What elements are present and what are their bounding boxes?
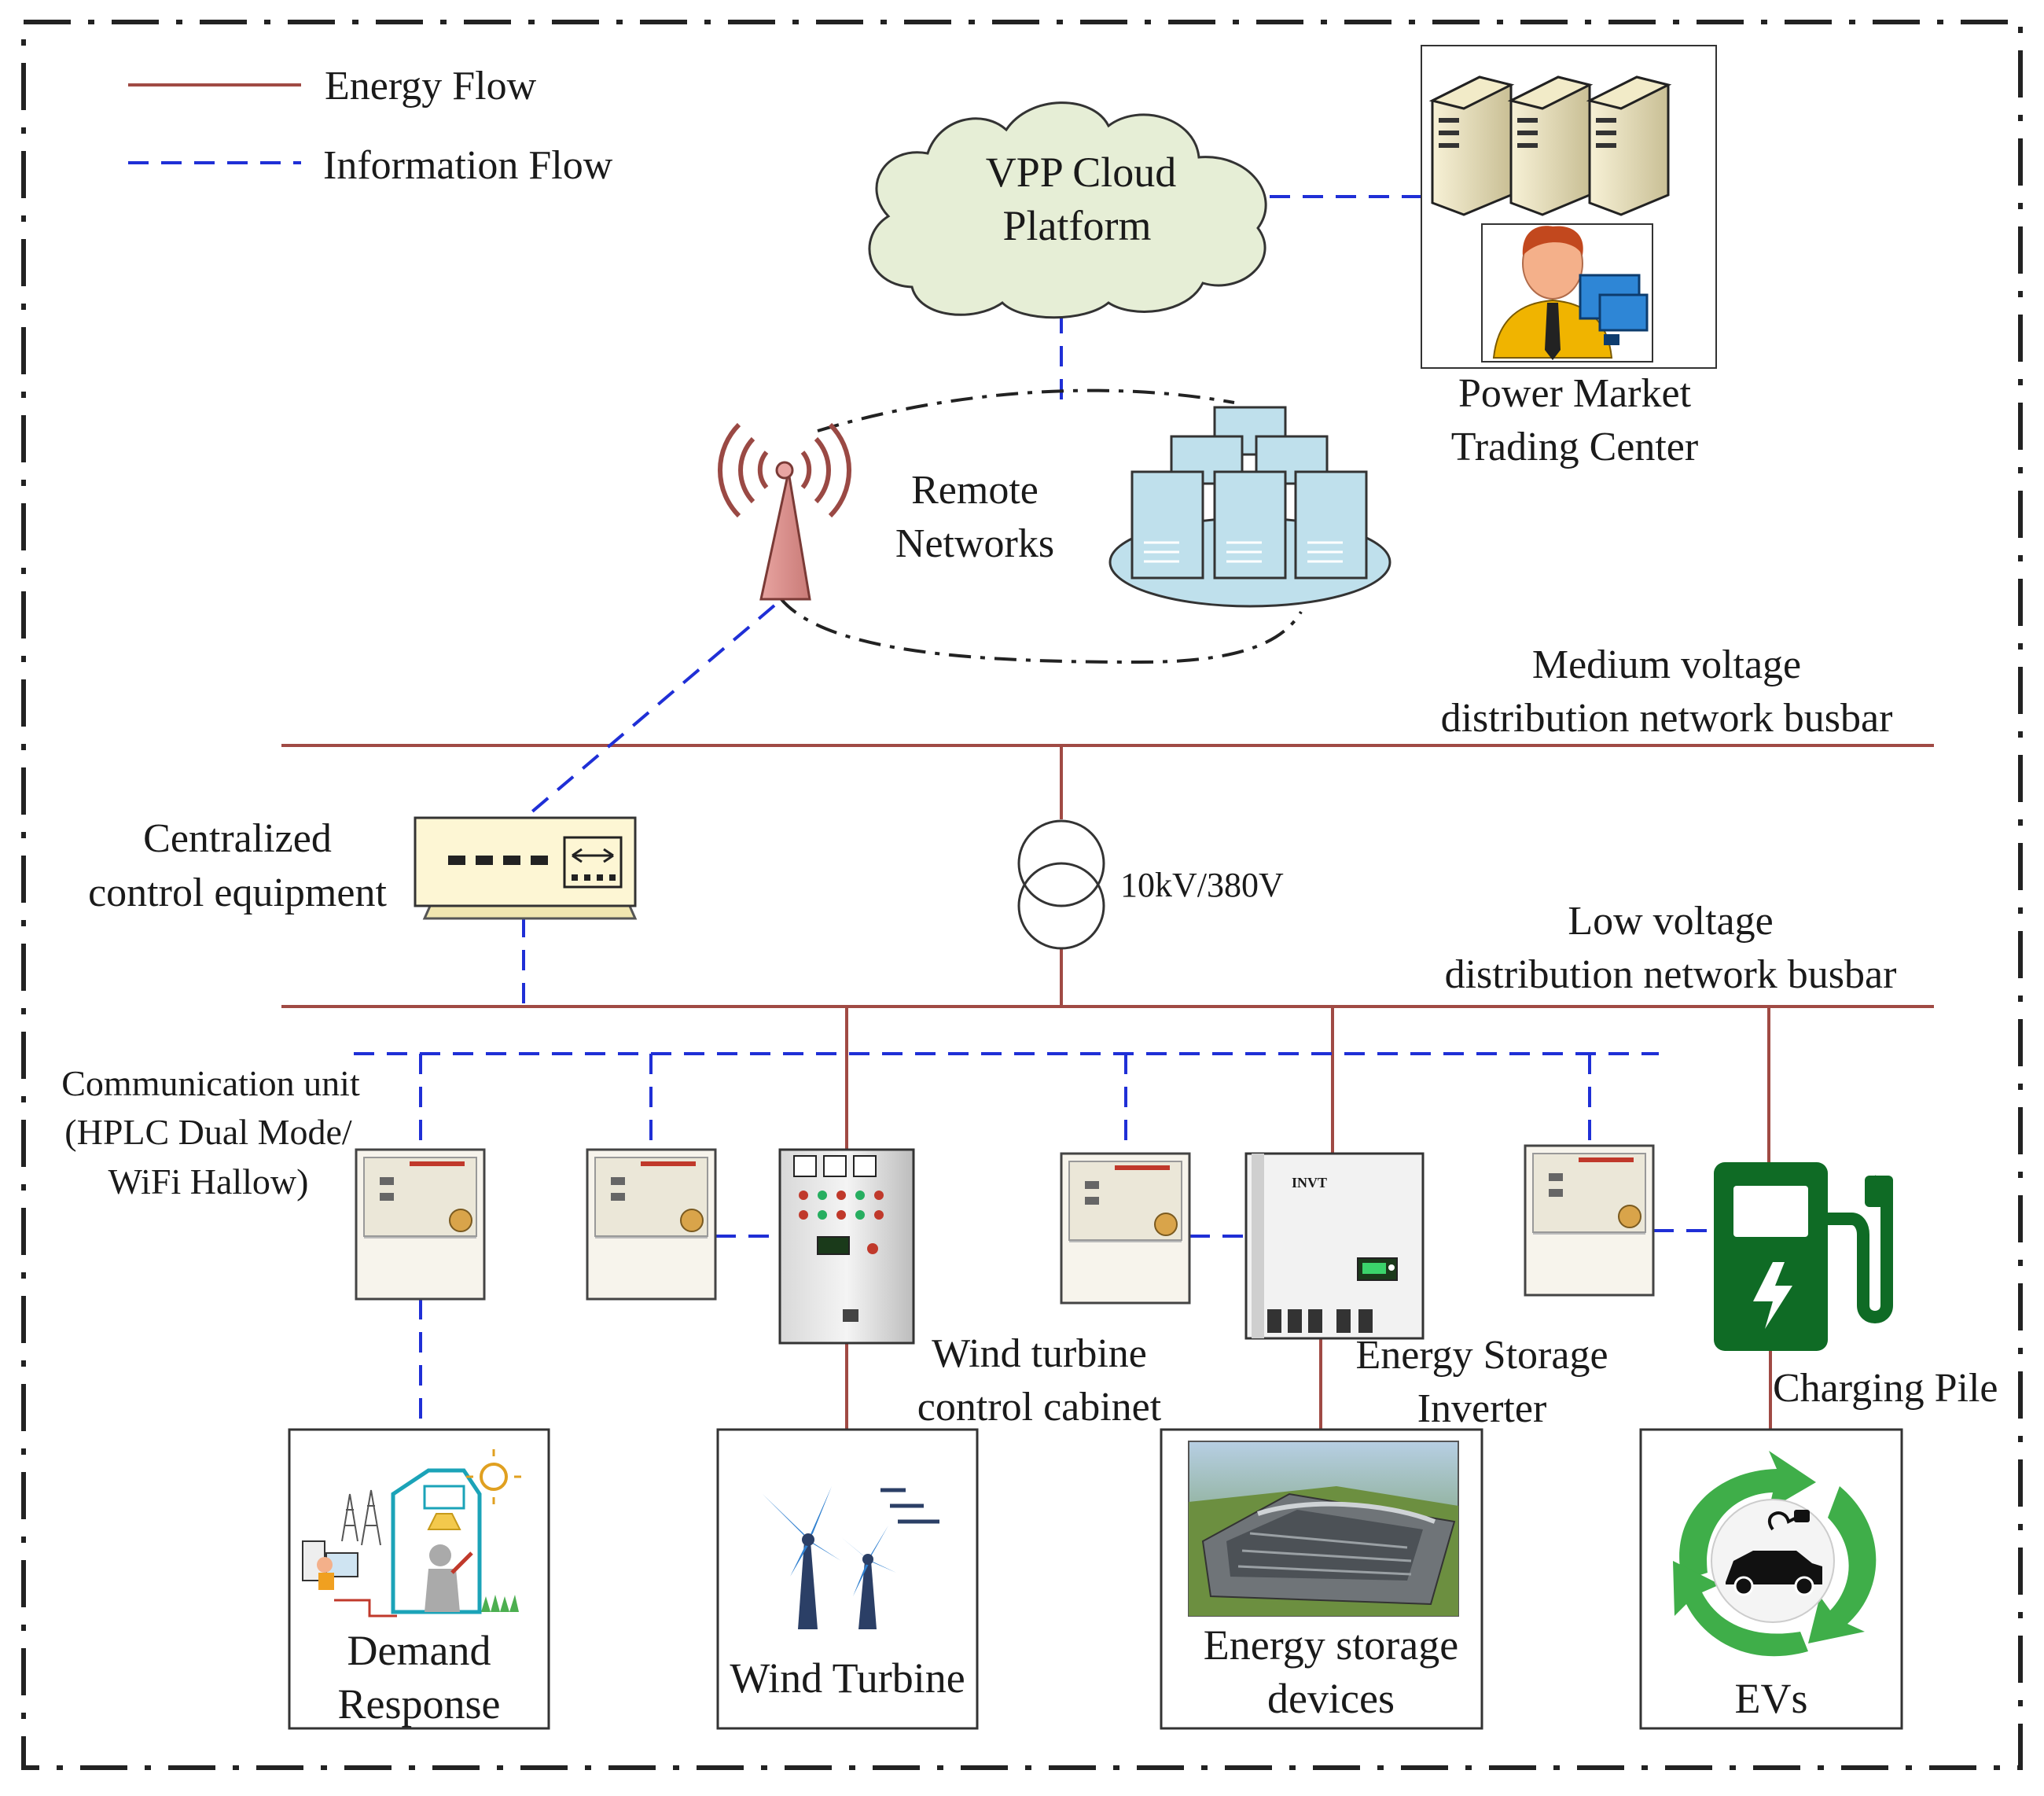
energy-flow-lines xyxy=(281,744,1934,1430)
charging-pile-icon xyxy=(1714,1162,1893,1351)
ev-recycle-icon xyxy=(1673,1451,1877,1657)
mv-busbar-label-line2: distribution network busbar xyxy=(1441,696,1893,741)
energy-storage-line1: Energy storage xyxy=(1204,1621,1458,1669)
demand-response: Demand Response xyxy=(288,1428,550,1730)
vpp-cloud: VPP Cloud Platform xyxy=(868,101,1267,319)
power-market-trading-center: Power Market Trading Center xyxy=(1421,45,1717,469)
wind-cabinet-line2: control cabinet xyxy=(917,1385,1162,1430)
wind-turbine-icon xyxy=(763,1486,939,1629)
energy-storage-line2: devices xyxy=(1267,1675,1395,1722)
comm-unit-line2: (HPLC Dual Mode/ xyxy=(64,1112,352,1152)
smart-home-icon xyxy=(302,1449,521,1618)
remote-network-link xyxy=(778,388,1303,664)
server-rack-icon xyxy=(1428,75,1672,216)
lv-busbar-label-line2: distribution network busbar xyxy=(1445,952,1897,997)
remote-networks-line2: Networks xyxy=(895,521,1054,566)
evs: EVs xyxy=(1639,1428,1903,1730)
comm-unit-line3: WiFi Hallow) xyxy=(108,1161,309,1202)
remote-networks: Remote Networks xyxy=(717,406,1391,608)
wind-cabinet-line1: Wind turbine xyxy=(932,1331,1147,1376)
evs-label: EVs xyxy=(1735,1675,1808,1722)
legend: Energy Flow Information Flow xyxy=(128,64,613,188)
mv-busbar-label-line1: Medium voltage xyxy=(1532,642,1801,687)
charging-pile-label: Charging Pile xyxy=(1773,1366,1998,1411)
comm-unit-line1: Communication unit xyxy=(61,1063,360,1103)
demand-response-line1: Demand xyxy=(347,1627,491,1674)
operator-icon xyxy=(1481,223,1653,363)
legend-info-label: Information Flow xyxy=(323,143,613,188)
energy-storage-devices: Energy storage devices xyxy=(1160,1428,1483,1730)
cloud-icon xyxy=(868,101,1267,319)
inverter-icon: INVT xyxy=(1244,1152,1425,1340)
power-market-line2: Trading Center xyxy=(1451,425,1698,469)
wind-turbine-box xyxy=(716,1428,979,1730)
control-equipment-icon xyxy=(414,816,638,920)
outer-frame xyxy=(21,20,2023,1770)
control-cabinet-icon xyxy=(778,1148,915,1345)
vpp-cloud-line2: Platform xyxy=(1003,202,1152,249)
storage-inverter-line2: Inverter xyxy=(1417,1386,1547,1431)
vpp-cloud-line1: VPP Cloud xyxy=(986,149,1177,196)
demand-response-line2: Response xyxy=(338,1680,501,1728)
wind-turbine: Wind Turbine xyxy=(716,1428,979,1730)
inverter-brand: INVT xyxy=(1292,1175,1327,1191)
remote-networks-line1: Remote xyxy=(911,468,1039,513)
server-cluster-icon xyxy=(1108,406,1391,608)
power-market-line1: Power Market xyxy=(1458,371,1692,416)
storage-inverter-line1: Energy Storage xyxy=(1355,1333,1608,1378)
lv-busbar-label-line1: Low voltage xyxy=(1568,899,1773,944)
centralized-control-line1: Centralized xyxy=(143,816,332,861)
meter-icon xyxy=(355,1144,1655,1305)
wind-turbine-label: Wind Turbine xyxy=(730,1654,965,1702)
legend-energy-label: Energy Flow xyxy=(325,64,537,109)
transformer-icon xyxy=(1017,819,1105,950)
energy-storage-icon xyxy=(1188,1441,1459,1617)
transformer-label: 10kV/380V xyxy=(1120,866,1284,904)
antenna-icon xyxy=(717,422,852,601)
centralized-control-line2: control equipment xyxy=(88,870,387,915)
